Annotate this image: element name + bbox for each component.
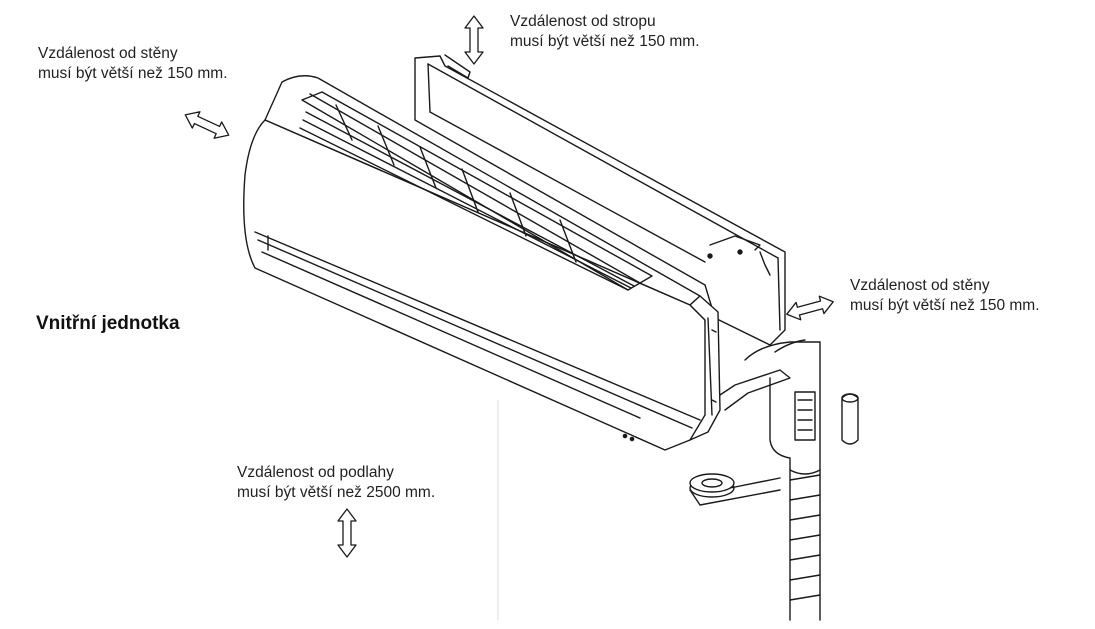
refrigerant-piping bbox=[689, 339, 821, 621]
ceiling-distance-label: Vzdálenost od stropu musí být větší než … bbox=[510, 12, 700, 52]
insulation-sleeve bbox=[841, 393, 859, 445]
label-line: Vzdálenost od podlahy bbox=[237, 464, 394, 481]
double-arrow-diagonal-icon bbox=[786, 295, 834, 321]
label-line: musí být větší než 150 mm. bbox=[510, 33, 700, 50]
label-line: musí být větší než 150 mm. bbox=[850, 297, 1040, 314]
label-line: Vzdálenost od stropu bbox=[510, 13, 656, 30]
label-line: Vzdálenost od stěny bbox=[850, 277, 990, 294]
label-line: musí být větší než 150 mm. bbox=[38, 65, 228, 82]
wall-distance-left-label: Vzdálenost od stěny musí být větší než 1… bbox=[38, 44, 228, 84]
double-arrow-vertical-icon bbox=[337, 508, 357, 558]
wall-distance-right-label: Vzdálenost od stěny musí být větší než 1… bbox=[850, 276, 1040, 316]
label-line: Vzdálenost od stěny bbox=[38, 45, 178, 62]
unit-title: Vnitřní jednotka bbox=[36, 313, 180, 334]
double-arrow-diagonal-icon bbox=[184, 111, 230, 139]
double-arrow-vertical-icon bbox=[464, 15, 484, 65]
mounting-plate bbox=[414, 54, 786, 346]
floor-distance-label: Vzdálenost od podlahy musí být větší než… bbox=[237, 463, 435, 503]
indoor-unit bbox=[243, 75, 721, 451]
label-line: musí být větší než 2500 mm. bbox=[237, 484, 436, 501]
